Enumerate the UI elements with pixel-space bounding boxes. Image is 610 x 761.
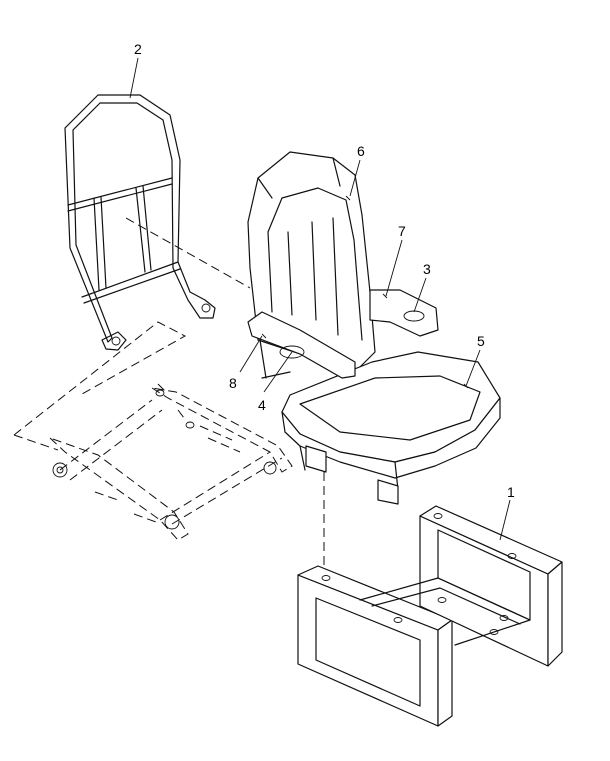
callout-7: 7 (398, 223, 406, 239)
callout-4: 4 (258, 397, 266, 413)
seat-assembly (247, 151, 501, 505)
leader-lines (129, 57, 511, 541)
callout-8: 8 (229, 375, 237, 391)
callout-6: 6 (357, 143, 365, 159)
seat-back-frame (64, 94, 216, 351)
seat-riser-base (297, 505, 563, 727)
callout-3: 3 (423, 261, 431, 277)
seat-adjuster-frame (13, 321, 293, 541)
alignment-line-back (125, 217, 251, 289)
callout-2: 2 (134, 41, 142, 57)
callout-1: 1 (507, 484, 515, 500)
callout-5: 5 (477, 333, 485, 349)
